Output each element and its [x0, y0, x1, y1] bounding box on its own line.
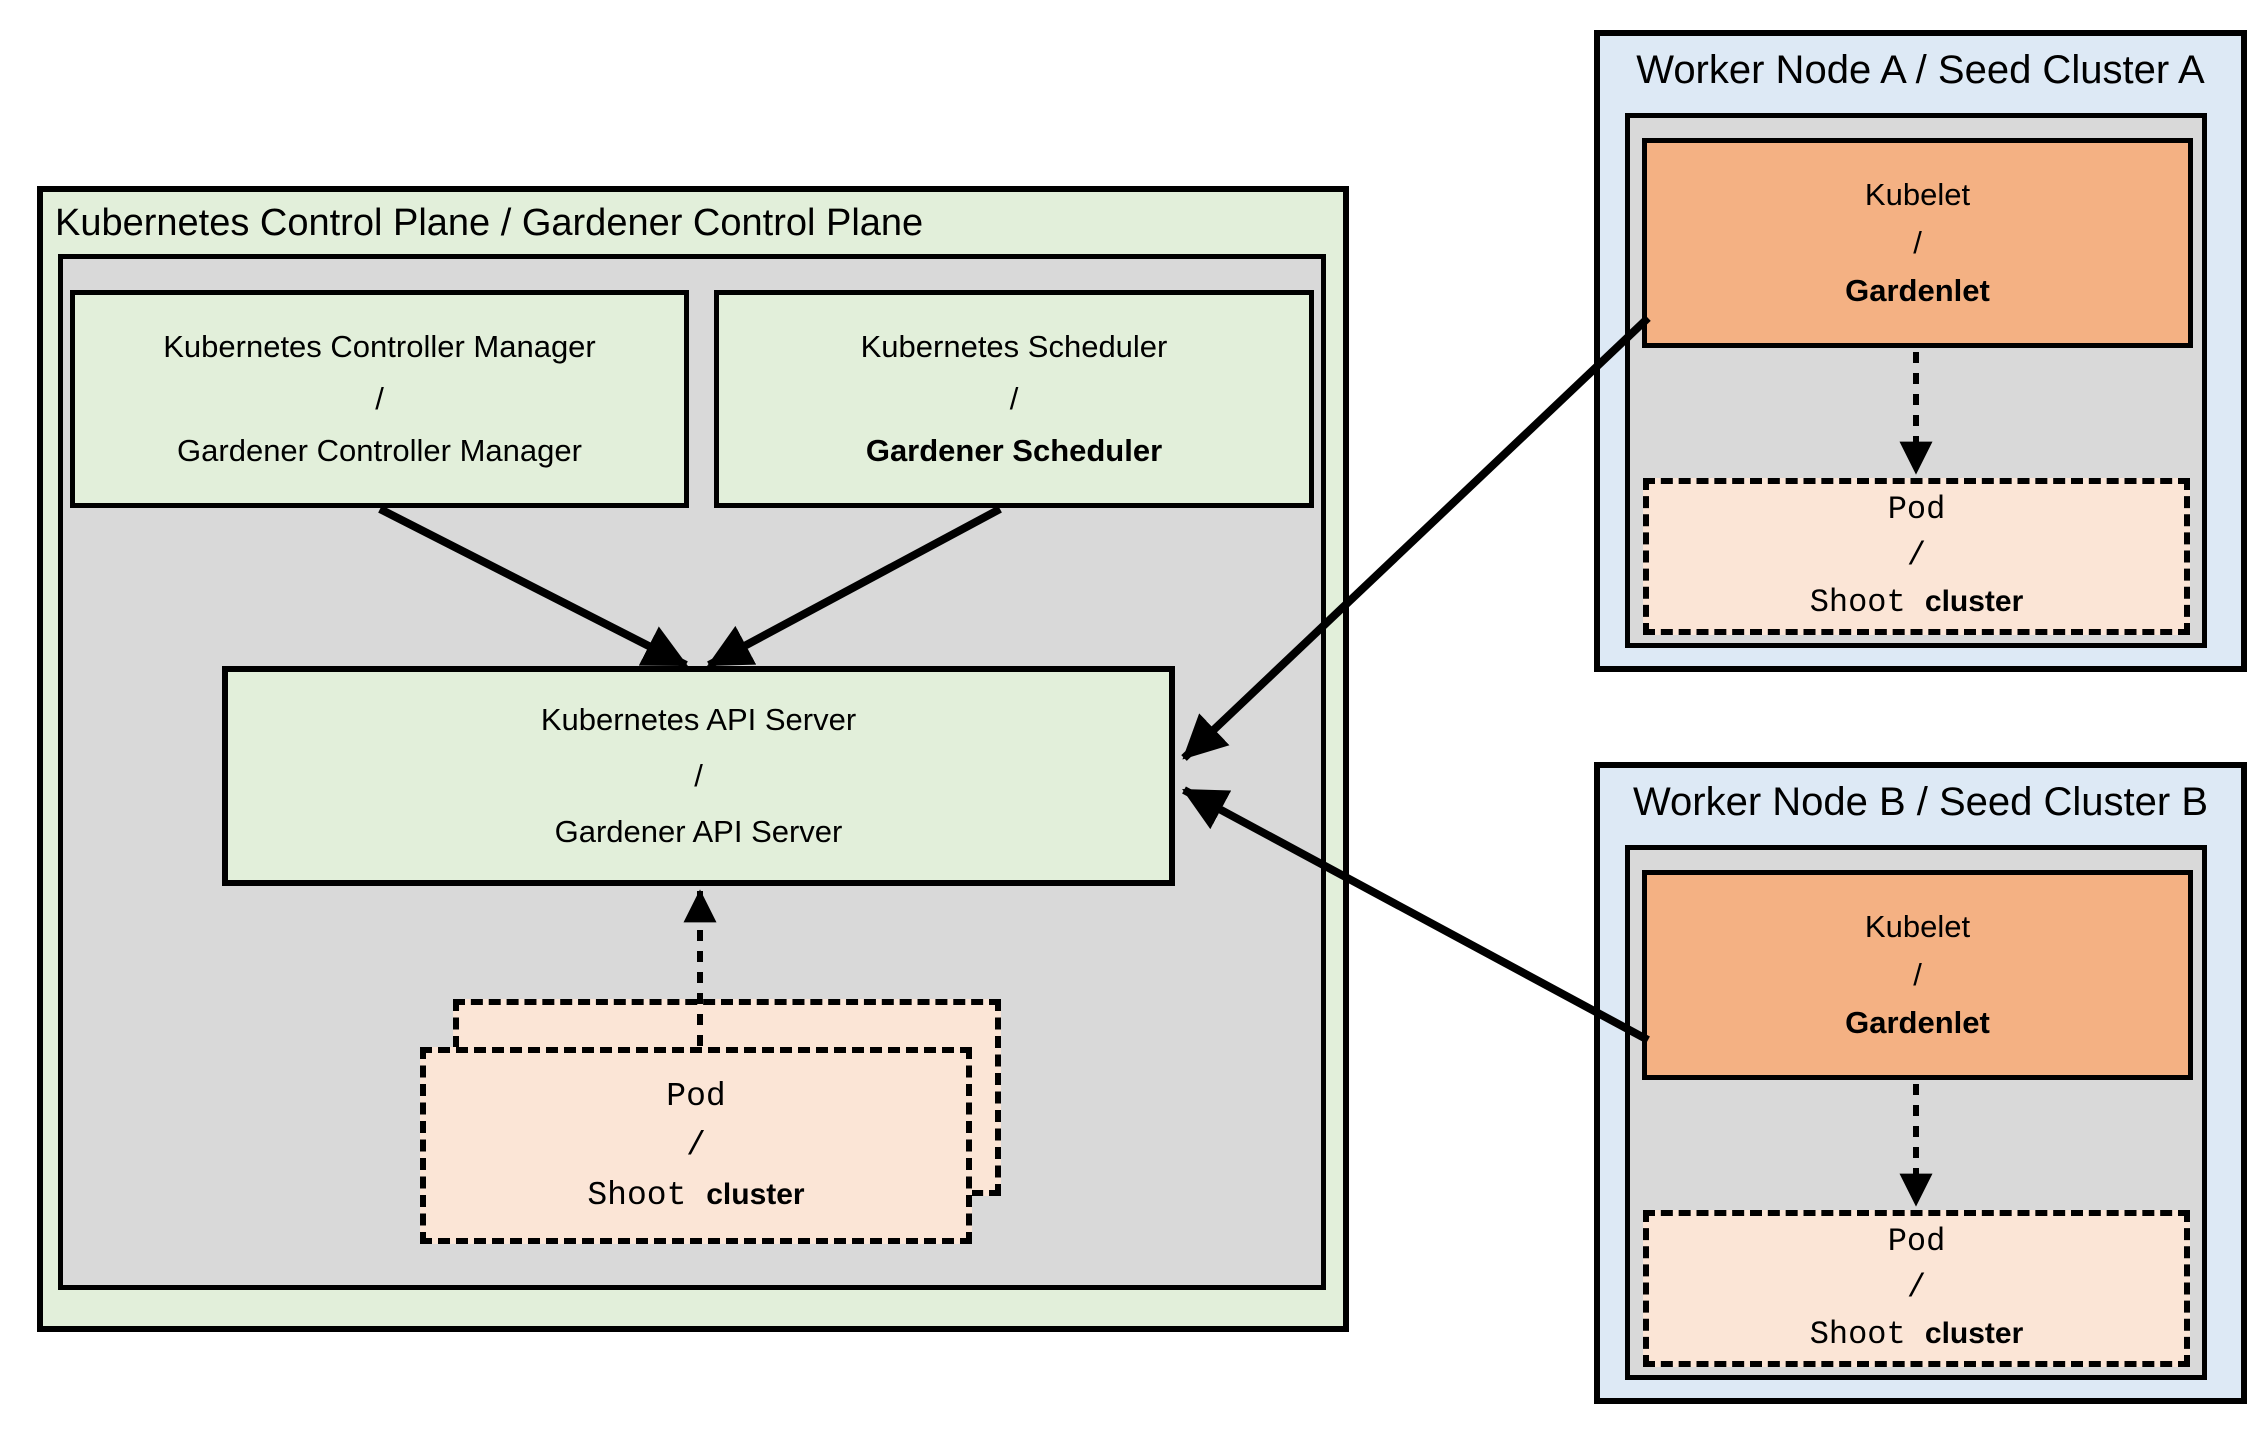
kubelet-b-line1: Kubelet — [1864, 909, 1971, 944]
pod-shoot-box-front: Pod / Shoot cluster — [420, 1047, 972, 1244]
kubelet-a-line2: Gardenlet — [1845, 273, 1990, 308]
kubelet-b-line2: Gardenlet — [1845, 1005, 1990, 1040]
kubelet-a-box: Kubelet / Gardenlet — [1642, 138, 2193, 348]
worker-node-b-box: Worker Node B / Seed Cluster B Kubelet /… — [1594, 762, 2247, 1404]
scheduler-line2: Gardener Scheduler — [865, 433, 1163, 468]
api-server-separator: / — [694, 758, 703, 793]
scheduler-box: Kubernetes Scheduler / Gardener Schedule… — [714, 290, 1314, 508]
scheduler-separator: / — [1009, 381, 1019, 416]
pod-a-line1: Pod — [1887, 491, 1946, 528]
pod-a-shoot-word: Shoot — [1809, 584, 1906, 621]
worker-node-b-title: Worker Node B / Seed Cluster B — [1632, 780, 2209, 824]
worker-node-a-title: Worker Node A / Seed Cluster A — [1636, 48, 2205, 92]
pod-line1: Pod — [666, 1077, 726, 1115]
worker-node-b-inner-panel: Kubelet / Gardenlet Pod / Shoot cluster — [1625, 845, 2207, 1380]
pod-separator: / — [686, 1126, 706, 1164]
worker-node-a-box: Worker Node A / Seed Cluster A Kubelet /… — [1594, 30, 2247, 672]
scheduler-line1: Kubernetes Scheduler — [860, 329, 1168, 364]
control-plane-box: Kubernetes Control Plane / Gardener Cont… — [37, 186, 1349, 1332]
controller-manager-line2: Gardener Controller Manager — [177, 433, 582, 468]
worker-node-a-inner-panel: Kubelet / Gardenlet Pod / Shoot cluster — [1625, 113, 2207, 648]
pod-b-separator: / — [1906, 1269, 1927, 1306]
api-server-line2: Gardener API Server — [554, 814, 843, 849]
pod-a-separator: / — [1906, 537, 1927, 574]
kubelet-a-separator: / — [1913, 225, 1922, 260]
pod-a-line3: Shoot cluster — [1810, 579, 2024, 626]
api-server-line1: Kubernetes API Server — [540, 702, 857, 737]
kubelet-b-box: Kubelet / Gardenlet — [1642, 870, 2193, 1080]
controller-manager-line1: Kubernetes Controller Manager — [163, 329, 596, 364]
pod-cluster-word: cluster — [706, 1177, 805, 1211]
pod-b-line1: Pod — [1887, 1223, 1946, 1260]
pod-b-line3: Shoot cluster — [1810, 1311, 2024, 1358]
kubelet-b-separator: / — [1913, 957, 1922, 992]
pod-b-shoot-word: Shoot — [1809, 1316, 1906, 1353]
pod-shoot-b-box: Pod / Shoot cluster — [1643, 1210, 2190, 1367]
control-plane-title: Kubernetes Control Plane / Gardener Cont… — [55, 202, 924, 244]
controller-manager-box: Kubernetes Controller Manager / Gardener… — [70, 290, 689, 508]
kubelet-a-line1: Kubelet — [1864, 177, 1971, 212]
pod-shoot-word: Shoot — [587, 1176, 687, 1214]
pod-b-cluster-word: cluster — [1924, 1317, 2024, 1350]
pod-line3: Shoot cluster — [587, 1170, 804, 1220]
api-server-box: Kubernetes API Server / Gardener API Ser… — [222, 666, 1175, 886]
pod-shoot-a-box: Pod / Shoot cluster — [1643, 478, 2190, 635]
pod-a-cluster-word: cluster — [1924, 585, 2024, 618]
control-plane-inner-panel: Kubernetes Controller Manager / Gardener… — [58, 254, 1326, 1290]
controller-manager-separator: / — [375, 381, 384, 416]
